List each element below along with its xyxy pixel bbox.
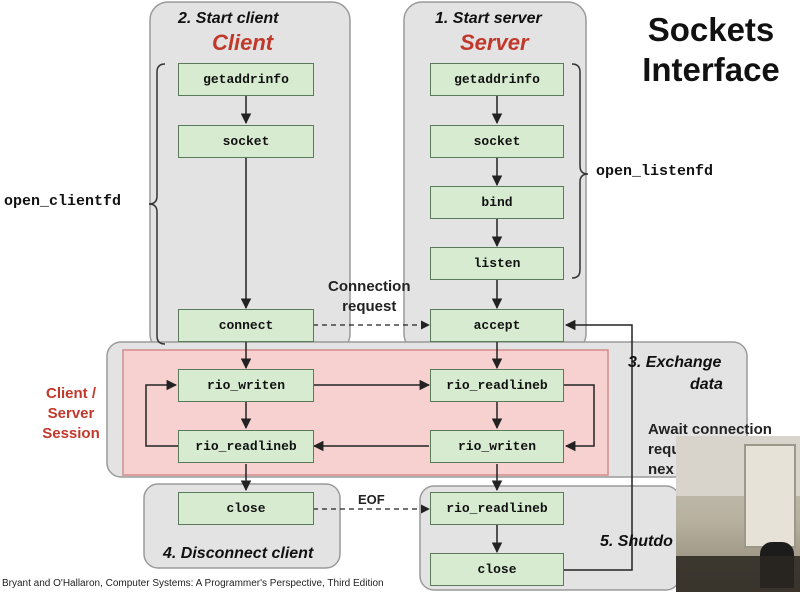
session-line-2: Server: [47, 405, 95, 422]
server-rio-readlineb-box: rio_readlineb: [430, 369, 564, 402]
eof-label: EOF: [358, 492, 385, 507]
server-bracket: [571, 63, 589, 279]
connection-request-line-2: request: [342, 298, 397, 315]
server-rio-writen-box: rio_writen: [430, 430, 564, 463]
server-socket-box: socket: [430, 125, 564, 158]
server-accept-box: accept: [430, 309, 564, 342]
exchange-phase-label: 3. Exchange: [628, 354, 722, 371]
title-line-1: Sockets: [647, 11, 775, 48]
client-server-session-label: Client / Server Session: [36, 384, 106, 444]
server-phase-label: 1. Start server: [435, 10, 542, 27]
session-line-3: Session: [42, 425, 100, 442]
client-rio-writen-box: rio_writen: [178, 369, 314, 402]
client-socket-box: socket: [178, 125, 314, 158]
server-listen-box: listen: [430, 247, 564, 280]
exchange-phase-label-2: data: [690, 376, 723, 393]
shutdown-phase-label: 5. Shutdo: [600, 533, 673, 550]
client-bracket: [148, 63, 166, 345]
client-rio-readlineb-box: rio_readlineb: [178, 430, 314, 463]
slide-title: Sockets Interface: [626, 10, 796, 90]
server-bind-box: bind: [430, 186, 564, 219]
client-close-box: close: [178, 492, 314, 525]
await-line-2: requ: [648, 441, 681, 458]
await-line-3: nex: [648, 461, 674, 478]
webcam-door: [744, 444, 796, 548]
title-line-2: Interface: [642, 51, 780, 88]
await-line-1: Await connection: [648, 421, 772, 438]
server-getaddrinfo-box: getaddrinfo: [430, 63, 564, 96]
client-getaddrinfo-box: getaddrinfo: [178, 63, 314, 96]
footer-citation: Bryant and O'Hallaron, Computer Systems:…: [2, 578, 384, 589]
client-connect-box: connect: [178, 309, 314, 342]
server-title: Server: [460, 30, 529, 55]
disconnect-phase-label: 4. Disconnect client: [163, 545, 314, 562]
connection-request-line-1: Connection: [328, 278, 411, 295]
client-title: Client: [212, 30, 274, 55]
server-final-readlineb-box: rio_readlineb: [430, 492, 564, 525]
open-clientfd-label: open_clientfd: [4, 193, 122, 210]
webcam-desk: [676, 556, 800, 592]
client-phase-label: 2. Start client: [178, 10, 279, 27]
connection-request-label: Connection request: [328, 277, 411, 317]
webcam-overlay: [676, 436, 800, 592]
session-line-1: Client /: [45, 385, 96, 402]
await-connection-label: Await connection requ nex: [648, 420, 772, 480]
open-listenfd-label: open_listenfd: [596, 163, 714, 180]
server-close-box: close: [430, 553, 564, 586]
